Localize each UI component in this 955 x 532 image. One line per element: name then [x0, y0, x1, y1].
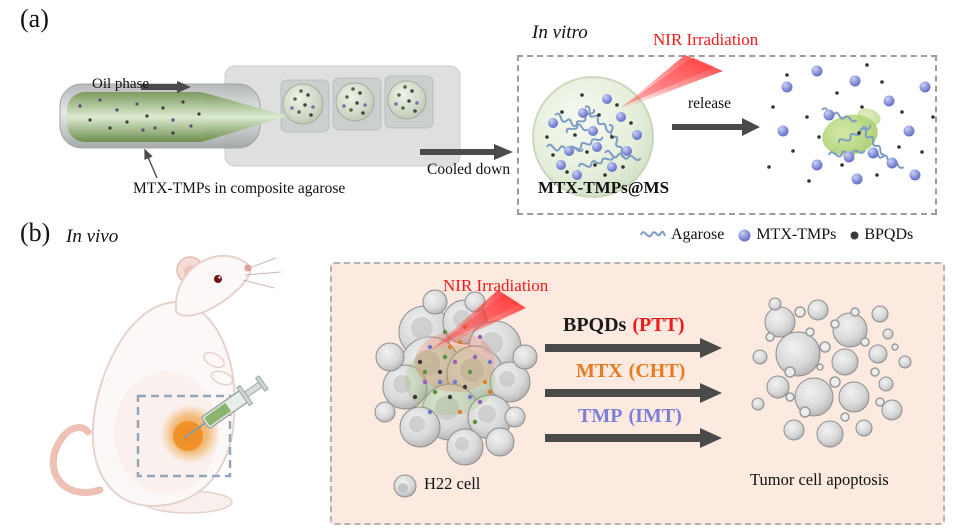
pathway-arrow-mtx [545, 383, 722, 403]
device-cone [205, 93, 287, 141]
mouse-head [174, 254, 252, 317]
oil-phase-label: Oil phase [92, 76, 150, 92]
release-arrow [672, 118, 760, 136]
nir-irradiation-label-b: NIR Irradiation [443, 276, 549, 295]
microsphere-label: MTX-TMPs@MS [538, 178, 670, 197]
legend-item-mtx-tmps: MTX-TMPs [738, 226, 836, 244]
caption-pointer-arrow [144, 148, 158, 179]
h22-cell-icon [393, 474, 417, 498]
syringe-plunger-end [254, 375, 269, 392]
cooled-down-arrow [420, 144, 513, 160]
mouse-illustration [49, 254, 282, 514]
nir-beam-b-core [430, 294, 520, 350]
pathway-label-bpqds: BPQDs(PTT) [563, 314, 685, 337]
in-vitro-illustration [532, 55, 935, 198]
syringe [183, 375, 269, 439]
pathway-agent-mtx: MTX [576, 360, 623, 382]
bpqd-dots [545, 93, 633, 177]
panel-b-label: (b) [20, 218, 51, 247]
phase-speckles [78, 98, 201, 135]
microsphere-rim [532, 76, 654, 198]
in-vivo-label: In vivo [66, 226, 119, 247]
release-label: release [688, 95, 732, 112]
apoptosis-label: Tumor cell apoptosis [750, 470, 889, 489]
pathway-therapy-imt: (IMT) [628, 405, 682, 427]
pathway-arrow-tmp [545, 428, 722, 448]
oil-phase-arrow [141, 81, 191, 93]
released-contents [767, 63, 935, 185]
agarose-icon [640, 230, 666, 238]
nir-beam-a-core [621, 57, 715, 107]
in-vitro-box [517, 55, 937, 215]
pathway-agent-bpqds: BPQDs [563, 314, 627, 336]
legend-item-bpqds: BPQDs [850, 226, 913, 244]
pathway-therapy-ptt: (PTT) [632, 314, 685, 336]
mouse-tail [49, 424, 104, 496]
in-vivo-illustration [374, 289, 912, 498]
mouse-eye [214, 275, 222, 283]
device-inner-phase [67, 92, 217, 142]
cooled-down-label: Cooled down [427, 161, 511, 178]
h22-cell-label: H22 cell [424, 474, 481, 493]
mouse-whiskers [242, 257, 282, 289]
bpqd-icon [850, 231, 859, 239]
nir-beam-b [426, 290, 526, 354]
microsphere-droplets [282, 80, 427, 125]
tumor-target-box [136, 394, 232, 478]
microfluidic-device-illustration [59, 65, 461, 179]
mouse-eye-highlight [218, 276, 221, 279]
legend-label-mtx-tmps: MTX-TMPs [756, 226, 837, 243]
mtx-tmp-icon [738, 229, 751, 241]
pathway-arrow-bpqds [545, 338, 722, 358]
mouse-front-paw [210, 370, 234, 386]
nir-irradiation-label-a: NIR Irradiation [653, 30, 759, 49]
in-vitro-label: In vitro [532, 22, 588, 43]
tumor-cell-cluster [374, 289, 538, 466]
pathway-therapy-cht: (CHT) [628, 360, 686, 382]
syringe-liquid [204, 402, 232, 427]
nir-beam-a [617, 55, 723, 111]
apoptotic-cell-cluster [751, 297, 912, 448]
pathway-label-tmp: TMP(IMT) [578, 405, 682, 428]
device-caption: MTX-TMPs in composite agarose [133, 180, 346, 197]
legend-label-bpqds: BPQDs [864, 226, 914, 243]
pathway-label-mtx: MTX(CHT) [576, 360, 685, 383]
legend-label-agarose: Agarose [671, 226, 725, 243]
legend-a: Agarose MTX-TMPs BPQDs [640, 226, 913, 244]
panel-a-label: (a) [20, 4, 49, 33]
syringe-needle [183, 422, 206, 439]
legend-item-agarose: Agarose [640, 226, 724, 244]
mtx-tmp-spheres [548, 94, 642, 180]
mouse-front-paw [203, 351, 225, 369]
pathway-agent-tmp: TMP [578, 405, 623, 427]
